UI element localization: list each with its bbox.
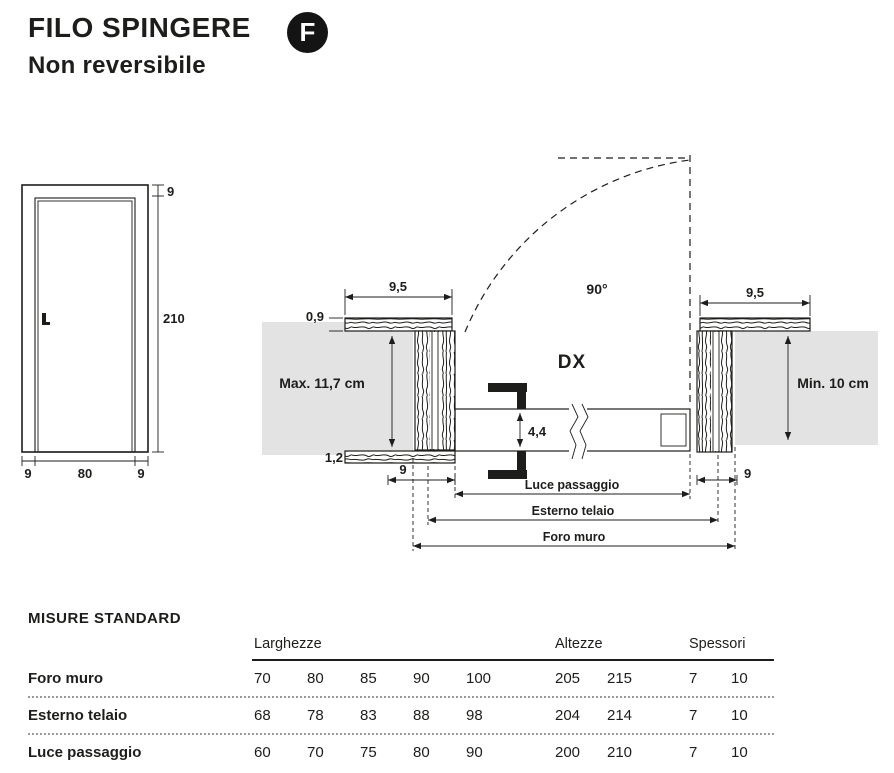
swing-angle-label: 90° xyxy=(586,281,607,297)
cell: 7 xyxy=(689,744,698,761)
cell: 100 xyxy=(466,670,492,687)
wall-right xyxy=(735,331,878,445)
dim-flange-thickness: 0,9 xyxy=(306,309,343,332)
cell: 83 xyxy=(360,707,377,724)
cell: 70 xyxy=(307,744,324,761)
dim-wall-right: Min. 10 cm xyxy=(784,336,869,440)
dim-luce-passaggio: Luce passaggio xyxy=(455,478,690,498)
cell: 75 xyxy=(360,744,377,761)
cell: 214 xyxy=(607,707,633,724)
dim-esterno-telaio: Esterno telaio xyxy=(428,504,718,524)
dim-bottom-flange-label: 1,2 xyxy=(325,450,343,465)
elevation-door-leaf xyxy=(37,200,133,453)
jamb-left-groove xyxy=(430,332,440,449)
hand-label: DX xyxy=(558,352,586,373)
dim-jamb-right: 9 xyxy=(696,466,751,485)
dim-width-center-label: 80 xyxy=(78,466,92,481)
technical-drawing: 9 210 9 80 9 xyxy=(21,155,878,551)
dim-frame-right-label: 9,5 xyxy=(746,285,764,300)
door-elevation: 9 210 9 80 9 xyxy=(21,184,185,481)
col-group-larghezze: Larghezze xyxy=(254,636,322,652)
cell: 10 xyxy=(731,744,748,761)
row-label: Foro muro xyxy=(28,670,103,687)
cell: 98 xyxy=(466,707,483,724)
col-group-altezze: Altezze xyxy=(555,636,603,652)
elevation-handle-icon xyxy=(42,313,46,323)
cell: 70 xyxy=(254,670,271,687)
frame-flange-top-right xyxy=(699,317,811,332)
wall-left xyxy=(262,322,413,455)
cell: 68 xyxy=(254,707,271,724)
row-label: Luce passaggio xyxy=(28,744,142,761)
standard-measures-table: MISURE STANDARD Larghezze Altezze Spesso… xyxy=(28,610,774,770)
dim-wall-left-label: Max. 11,7 cm xyxy=(279,375,365,391)
dim-bottom-flange: 1,2 xyxy=(325,450,360,465)
table-row: Esterno telaio 68 78 83 88 98 204 214 7 … xyxy=(28,696,774,733)
frame-flange-top-left xyxy=(344,317,453,332)
jamb-right-groove xyxy=(711,332,720,451)
table-header-row: Larghezze Altezze Spessori xyxy=(28,636,774,659)
cell: 90 xyxy=(466,744,483,761)
cell: 10 xyxy=(731,670,748,687)
cell: 88 xyxy=(413,707,430,724)
page-title: FILO SPINGERE xyxy=(28,12,251,43)
dim-width-right-label: 9 xyxy=(137,466,144,481)
dim-door-thickness: 4,4 xyxy=(516,413,547,447)
cell: 215 xyxy=(607,670,633,687)
cell: 204 xyxy=(555,707,581,724)
col-group-spessori: Spessori xyxy=(689,636,746,652)
cell: 80 xyxy=(413,744,430,761)
dim-elevation-height: 9 210 xyxy=(152,184,185,453)
cell: 78 xyxy=(307,707,324,724)
page-subtitle: Non reversibile xyxy=(28,52,206,79)
cell: 90 xyxy=(413,670,430,687)
table-row: Luce passaggio 60 70 75 80 90 200 210 7 … xyxy=(28,733,774,770)
dim-foro-muro: Foro muro xyxy=(413,530,735,550)
cell: 10 xyxy=(731,707,748,724)
dim-foro-label: Foro muro xyxy=(543,530,606,544)
door-swing-arc xyxy=(464,155,691,406)
cell: 85 xyxy=(360,670,377,687)
table-title: MISURE STANDARD xyxy=(28,610,182,627)
plan-section: 90° DX 9,5 0,9 Max. 11,7 cm xyxy=(262,155,878,551)
cell: 60 xyxy=(254,744,271,761)
dim-door-thickness-label: 4,4 xyxy=(528,424,547,439)
cell: 7 xyxy=(689,670,698,687)
extension-lines xyxy=(412,447,736,551)
dim-width-left-label: 9 xyxy=(24,466,31,481)
dim-luce-label: Luce passaggio xyxy=(525,478,620,492)
type-badge-f: F xyxy=(287,12,328,53)
dim-jamb-left: 9 xyxy=(387,462,456,485)
dim-frame-left-label: 9,5 xyxy=(389,279,407,294)
dim-wall-right-label: Min. 10 cm xyxy=(797,375,869,391)
handle-icon xyxy=(488,383,527,479)
dim-top-label: 9 xyxy=(167,184,174,199)
table-row: Foro muro 70 80 85 90 100 205 215 7 10 xyxy=(28,661,774,696)
dim-frame-left: 9,5 xyxy=(344,279,453,315)
break-symbol xyxy=(569,403,589,460)
dim-jamb-left-label: 9 xyxy=(399,462,406,477)
cell: 210 xyxy=(607,744,633,761)
cell: 80 xyxy=(307,670,324,687)
dim-wall-left: Max. 11,7 cm xyxy=(279,336,396,447)
dim-elevation-width: 9 80 9 xyxy=(21,456,149,481)
cell: 200 xyxy=(555,744,581,761)
dim-frame-right: 9,5 xyxy=(699,285,811,316)
row-label: Esterno telaio xyxy=(28,707,128,724)
frame-flange-bottom-left xyxy=(344,450,456,464)
dim-flange-thickness-label: 0,9 xyxy=(306,309,324,324)
elevation-frame-outer xyxy=(21,184,149,453)
cell: 7 xyxy=(689,707,698,724)
dim-height-label: 210 xyxy=(163,311,185,326)
dim-jamb-right-label: 9 xyxy=(744,466,751,481)
dim-esterno-label: Esterno telaio xyxy=(532,504,615,518)
cell: 205 xyxy=(555,670,581,687)
table-header-rule xyxy=(252,659,774,661)
elevation-handle-plate xyxy=(42,322,50,325)
lock-block xyxy=(660,413,687,447)
